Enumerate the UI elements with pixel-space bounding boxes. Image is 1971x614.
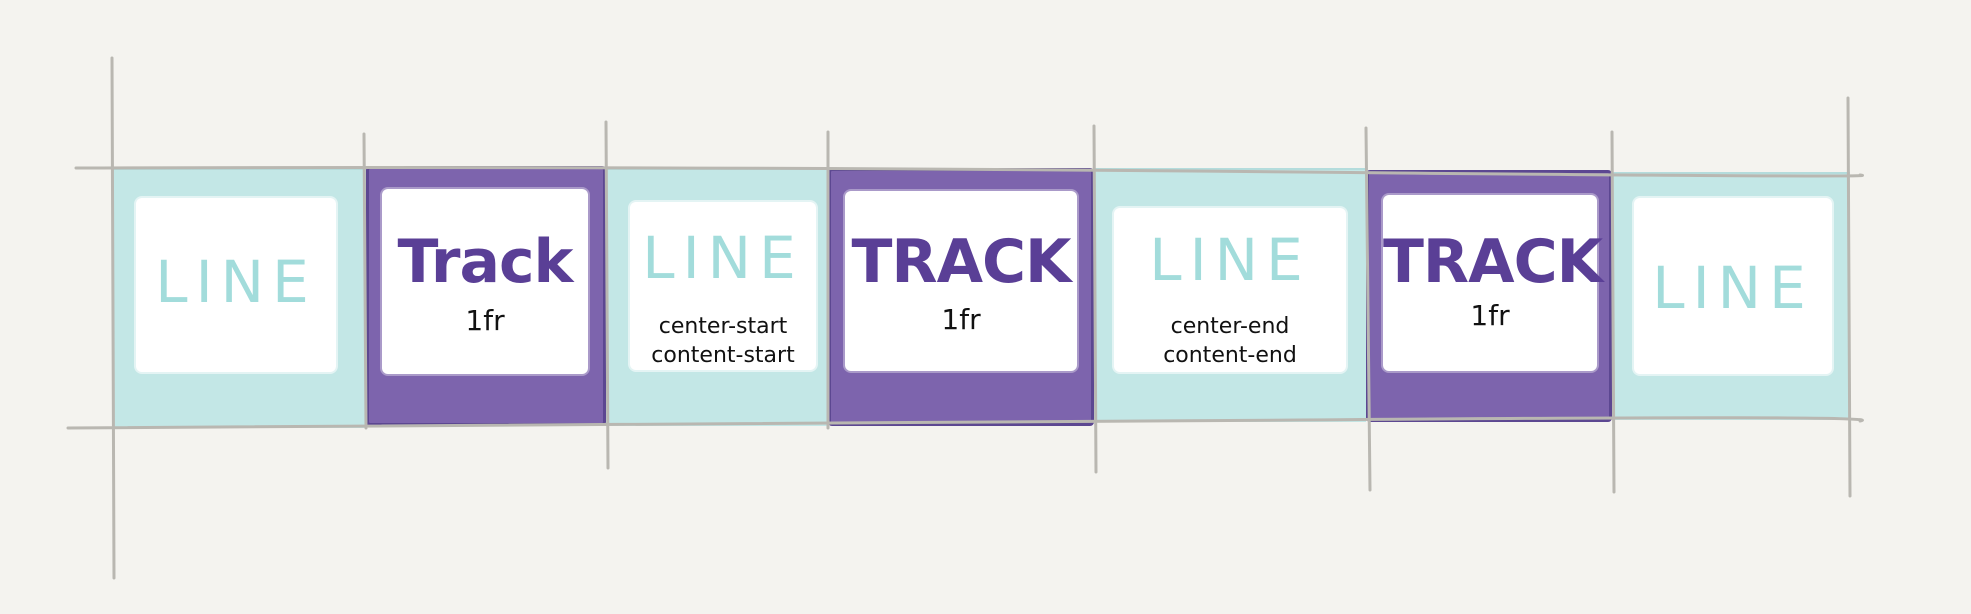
- horizontal-grid-line-bottom: [66, 416, 1864, 430]
- line-label-4: LINE: [1652, 254, 1814, 322]
- line-cell-3: LINE center-end content-end: [1094, 168, 1366, 422]
- track-label-3: TRACK: [1383, 227, 1603, 297]
- line-name-center-end: center-end: [1170, 314, 1290, 339]
- track-label-2: TRACK: [851, 227, 1071, 297]
- line-name-content-end: content-end: [1163, 343, 1297, 368]
- track-size-2: 1fr: [941, 303, 981, 336]
- line-cell-1: LINE: [112, 168, 366, 428]
- horizontal-grid-line-top: [74, 166, 1864, 178]
- line-name-content-start: content-start: [651, 343, 795, 368]
- line-cell-4-inner: LINE: [1634, 198, 1832, 374]
- track-size-3: 1fr: [1470, 299, 1510, 332]
- line-cell-4: LINE: [1612, 172, 1850, 420]
- track-cell-2: TRACK 1fr: [828, 168, 1094, 426]
- track-cell-3: TRACK 1fr: [1366, 170, 1612, 422]
- track-cell-2-inner: TRACK 1fr: [845, 191, 1077, 371]
- line-cell-2: LINE center-start content-start: [606, 168, 828, 426]
- track-size-1: 1fr: [465, 304, 505, 337]
- vertical-grid-line-7: [1610, 130, 1616, 494]
- vertical-grid-line-1: [110, 56, 116, 580]
- track-cell-1-inner: Track 1fr: [382, 189, 588, 374]
- line-name-center-start: center-start: [658, 314, 788, 339]
- line-cell-1-inner: LINE: [136, 198, 336, 372]
- line-label-1: LINE: [155, 248, 317, 316]
- track-cell-3-inner: TRACK 1fr: [1383, 195, 1603, 371]
- track-label-1: Track: [397, 227, 574, 297]
- vertical-grid-line-8: [1846, 96, 1852, 498]
- line-label-3: LINE: [1149, 226, 1311, 294]
- vertical-grid-line-6: [1364, 126, 1372, 492]
- vertical-grid-line-2: [362, 132, 368, 430]
- vertical-grid-line-5: [1092, 124, 1098, 474]
- line-label-2: LINE: [642, 224, 804, 292]
- line-cell-2-inner: LINE center-start content-start: [630, 202, 816, 370]
- line-cell-3-inner: LINE center-end content-end: [1114, 208, 1346, 372]
- vertical-grid-line-3: [604, 120, 610, 470]
